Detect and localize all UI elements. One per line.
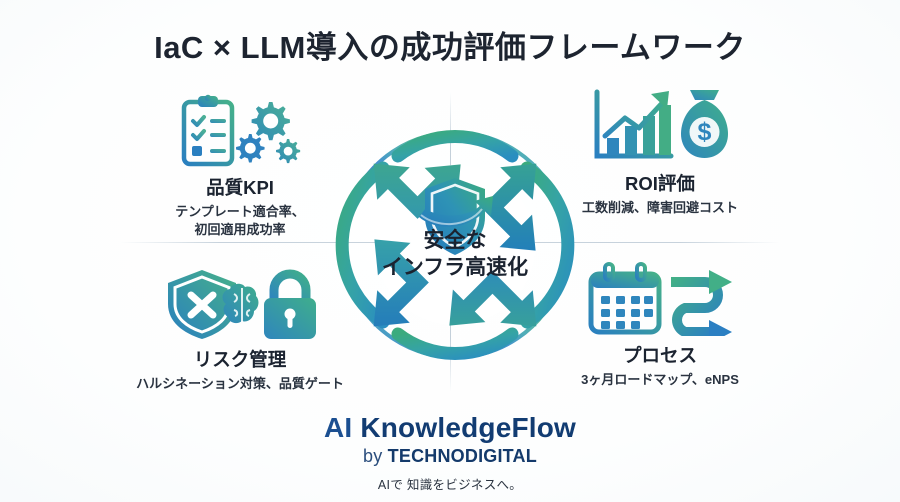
quadrant-roi-sub-line1: 工数削減、障害回避コスト — [581, 200, 738, 215]
quadrant-risk: リスク管理 ハルシネーション対策、品質ゲート — [90, 262, 390, 393]
quadrant-process-subtitle: 3ヶ月ロードマップ、eNPS — [510, 371, 810, 389]
padlock-icon — [264, 269, 316, 339]
quadrant-kpi-subtitle: テンプレート適合率、 初回適用成功率 — [90, 203, 390, 238]
quadrant-roi: $ ROI評価 工数削減、障害回避コスト — [510, 86, 810, 217]
quadrant-kpi: 品質KPI テンプレート適合率、 初回適用成功率 — [90, 90, 390, 238]
company-byline: by TECHNODIGITAL — [0, 446, 900, 467]
brand-name: AI KnowledgeFlow — [0, 412, 900, 444]
brand-product: KnowledgeFlow — [360, 412, 577, 443]
quadrant-roi-subtitle: 工数削減、障害回避コスト — [510, 199, 810, 217]
quadrant-kpi-title: 品質KPI — [206, 177, 274, 198]
brain-icon — [222, 283, 259, 324]
quadrant-process: プロセス 3ヶ月ロードマップ、eNPS — [510, 258, 810, 389]
company-name: TECHNODIGITAL — [387, 446, 537, 466]
calendar-icon — [588, 262, 662, 335]
process-arrows-icon — [671, 270, 732, 336]
quadrant-risk-subtitle: ハルシネーション対策、品質ゲート — [90, 375, 390, 393]
quadrant-kpi-icons — [90, 90, 390, 168]
quadrant-process-title: プロセス — [622, 345, 697, 366]
brand-prefix: AI — [323, 412, 361, 443]
quadrant-risk-sub-line1: ハルシネーション対策、品質ゲート — [136, 376, 344, 391]
bar-chart-growth-icon — [594, 89, 674, 159]
radial-arrows — [373, 163, 537, 327]
page-title: IaC × LLM導入の成功評価フレームワーク — [154, 30, 746, 65]
center-hub-graphic — [310, 100, 600, 390]
tagline: AIで 知識をビジネスへ。 — [377, 478, 523, 492]
quadrant-roi-title: ROI評価 — [625, 173, 695, 194]
svg-text:$: $ — [698, 118, 712, 146]
money-bag-icon: $ — [681, 90, 728, 158]
quadrant-risk-icons — [90, 262, 390, 340]
shield-arrow-icon — [419, 178, 493, 255]
gears-icon — [236, 102, 301, 164]
quadrant-roi-icons: $ — [510, 86, 810, 164]
quadrant-kpi-sub-line1: テンプレート適合率、 — [175, 204, 305, 219]
quadrant-kpi-sub-line2: 初回適用成功率 — [194, 221, 286, 237]
footer-branding: AI KnowledgeFlow by TECHNODIGITAL AIで 知識… — [0, 412, 900, 493]
quadrant-process-icons — [510, 258, 810, 336]
clipboard-checklist-icon — [181, 94, 235, 167]
quadrant-risk-title: リスク管理 — [193, 349, 287, 370]
quadrant-process-sub-line1: 3ヶ月ロードマップ、eNPS — [581, 372, 739, 387]
by-word: by — [363, 446, 388, 466]
